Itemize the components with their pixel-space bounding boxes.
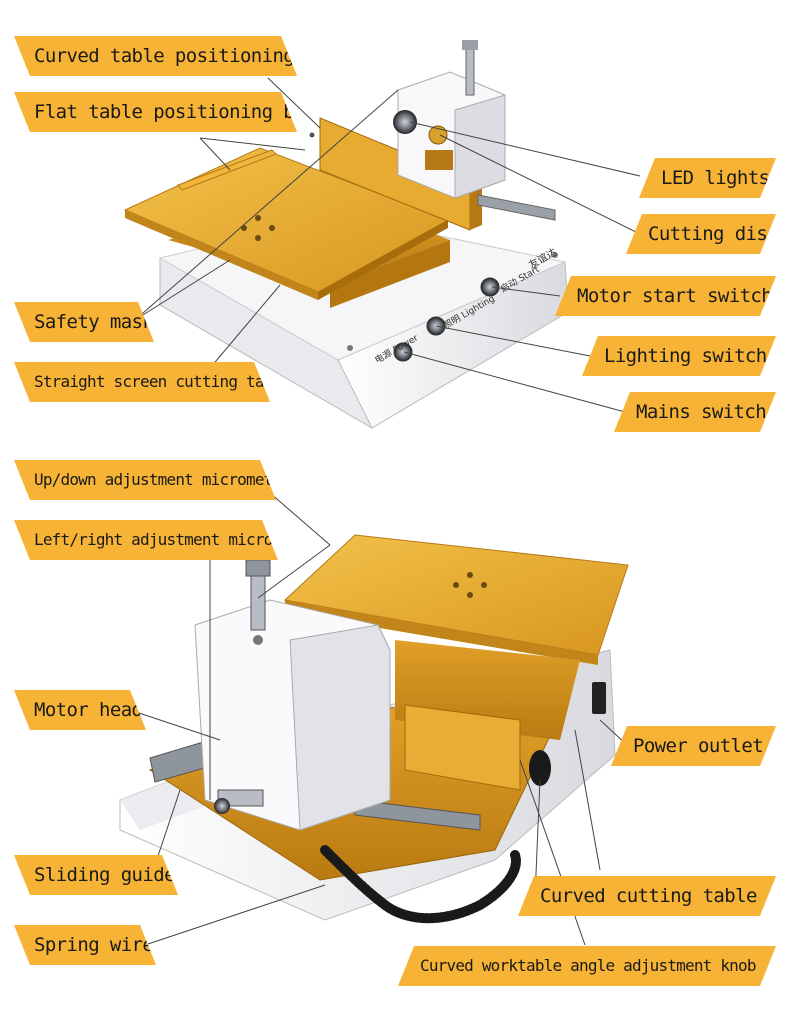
machine-bottom	[119, 534, 629, 924]
label-curved-worktable-angle-adjustment-knob: Curved worktable angle adjustment knob	[398, 946, 776, 986]
label-led-lights: LED lights	[639, 158, 776, 198]
label-safety-mask: Safety mask	[14, 302, 154, 342]
label-flat-table-positioning-bar: Flat table positioning bar	[14, 92, 297, 132]
label-curved-table-positioning-bar: Curved table positioning bar	[14, 36, 297, 76]
label-lighting-switch: Lighting switch	[582, 336, 776, 376]
label-power-outlet: Power outlet	[611, 726, 776, 766]
label-left-right-adjustment-micrometer: Left/right adjustment micrometer	[14, 520, 278, 560]
label-cutting-disc: Cutting disc	[626, 214, 776, 254]
label-motor-head: Motor head	[14, 690, 146, 730]
label-sliding-guide: Sliding guide	[14, 855, 178, 895]
label-spring-wire: Spring wire	[14, 925, 156, 965]
label-motor-start-switch: Motor start switch	[555, 276, 776, 316]
label-mains-switch: Mains switch	[614, 392, 776, 432]
machine-top	[123, 40, 569, 429]
label-straight-screen-cutting-table: Straight screen cutting table	[14, 362, 270, 402]
label-up-down-adjustment-micrometer: Up/down adjustment micrometer	[14, 460, 276, 500]
label-curved-cutting-table: Curved cutting table	[518, 876, 776, 916]
